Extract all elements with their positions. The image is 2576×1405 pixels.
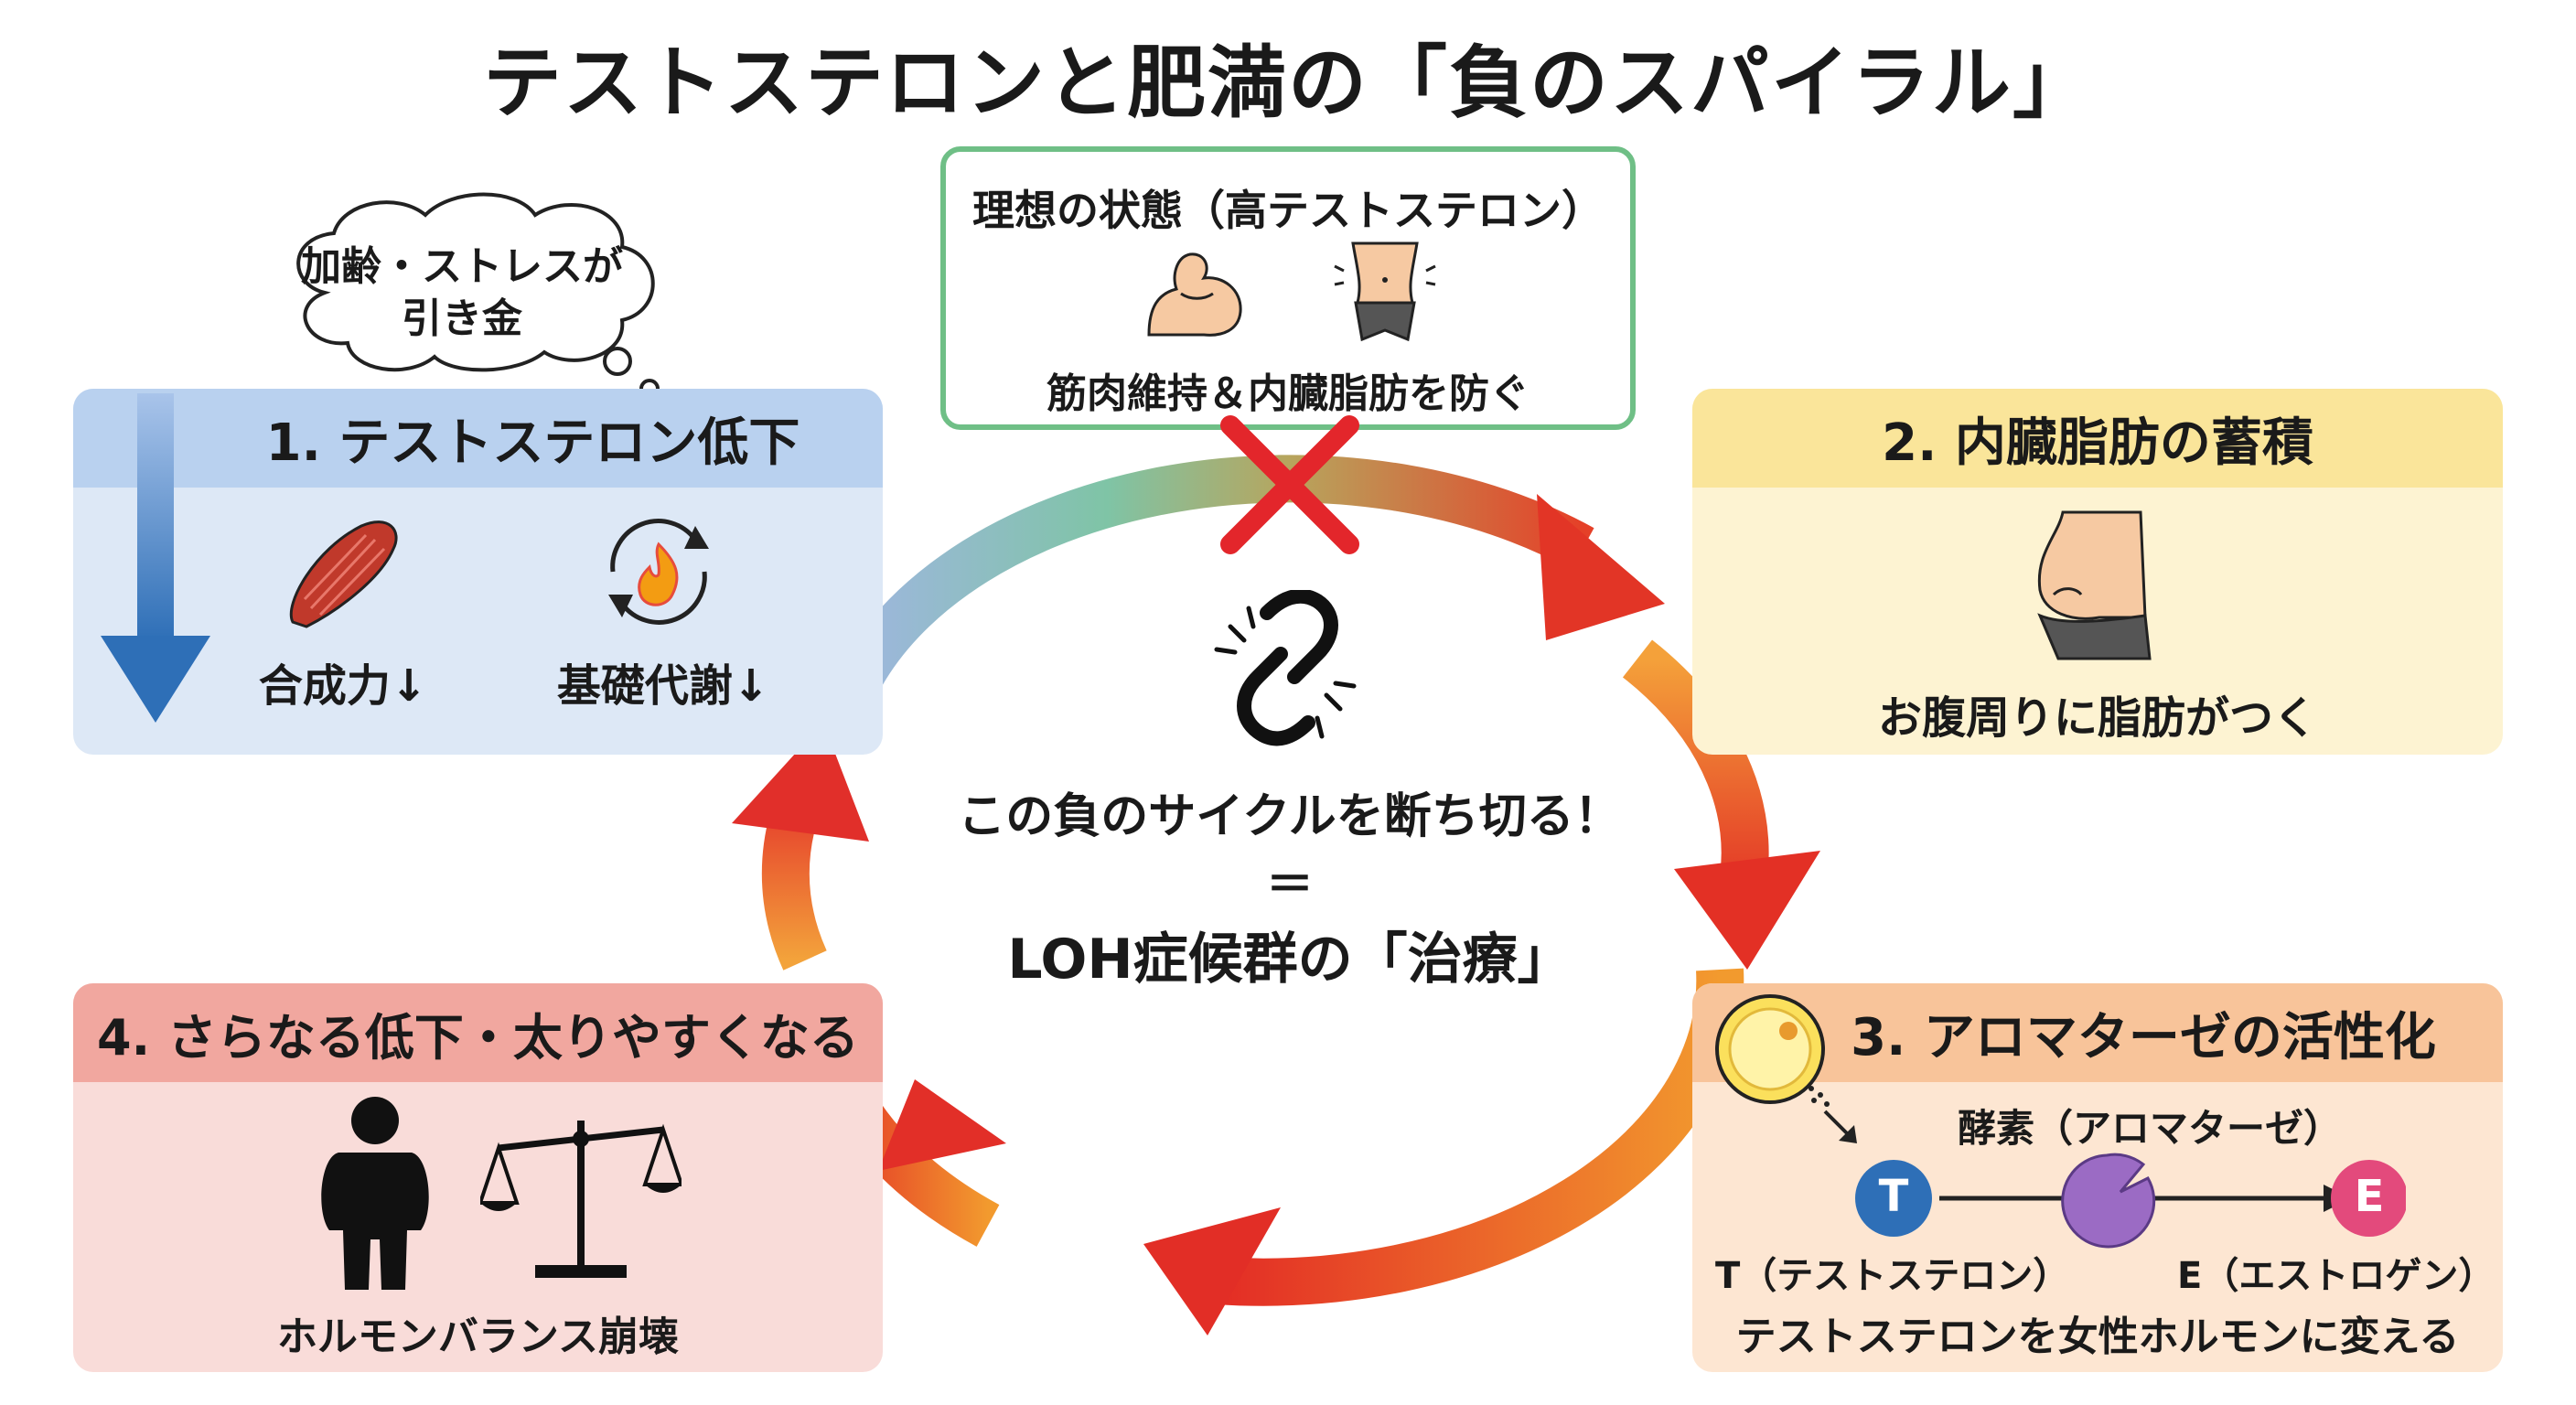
step1-item2: 基礎代謝↓ [556,660,770,712]
trigger-text-line2: 引き金 [402,295,522,342]
step2-caption: お腹周りに脂肪がつく [1877,692,2317,744]
step3-title: 3. アロマターゼの活性化 [1692,983,2503,1082]
slim-waist-icon [1334,241,1436,342]
step1-item1: 合成力↓ [258,660,428,712]
ideal-state-box: 理想の状態（高テストステロン） 筋肉維持＆内臓脂肪を防ぐ [940,146,1636,430]
center-line3: LOH症候群の「治療」 [1007,928,1572,992]
estrogen-circle-letter: E [2354,1171,2385,1222]
muscle-icon [289,520,398,628]
step3-caption: テストステロンを女性ホルモンに変える [1735,1314,2460,1360]
flexed-arm-icon [1147,252,1242,337]
down-arrow-icon [101,393,210,723]
estrogen-label: E（エストロゲン） [2177,1255,2496,1297]
center-line2: ＝ [1265,858,1314,913]
belly-fat-icon [2037,510,2152,660]
metabolism-flame-icon [608,519,709,625]
step4-title: 4. さらなる低下・太りやすくなる [73,983,883,1082]
ideal-state-title: 理想の状態（高テストステロン） [972,186,1604,235]
broken-chain-icon [1214,590,1357,746]
balance-scale-icon [480,1121,682,1278]
step1-title: 1. テストステロン低下 [73,389,883,488]
testosterone-circle-letter: T [1878,1171,1909,1222]
enzyme-pacman-icon [2061,1153,2156,1249]
step1-panel: 1. テストステロン低下 [73,389,883,755]
step2-title: 2. 内臓脂肪の蓄積 [1692,389,2503,488]
fat-cell-icon [1715,994,1857,1143]
step2-panel: 2. 内臓脂肪の蓄積 [1692,389,2503,755]
center-line1: この負のサイクルを断ち切る！ [958,789,1622,844]
red-cross-icon [1220,415,1359,554]
page-title: テストステロンと肥満の「負のスパイラル」 [483,38,2093,129]
step4-caption: ホルモンバランス崩壊 [276,1314,680,1360]
trigger-text-line1: 加齢・ストレスが [301,243,623,290]
ideal-state-caption: 筋肉維持＆内臓脂肪を防ぐ [1046,370,1530,417]
trigger-thought-cloud-icon [296,192,660,399]
testosterone-label: T（テストステロン） [1715,1255,2070,1297]
obese-person-icon [321,1097,429,1290]
step4-panel: 4. さらなる低下・太りやすくなる [73,983,883,1372]
enzyme-label: 酵素（アロマターゼ） [1957,1106,2342,1151]
